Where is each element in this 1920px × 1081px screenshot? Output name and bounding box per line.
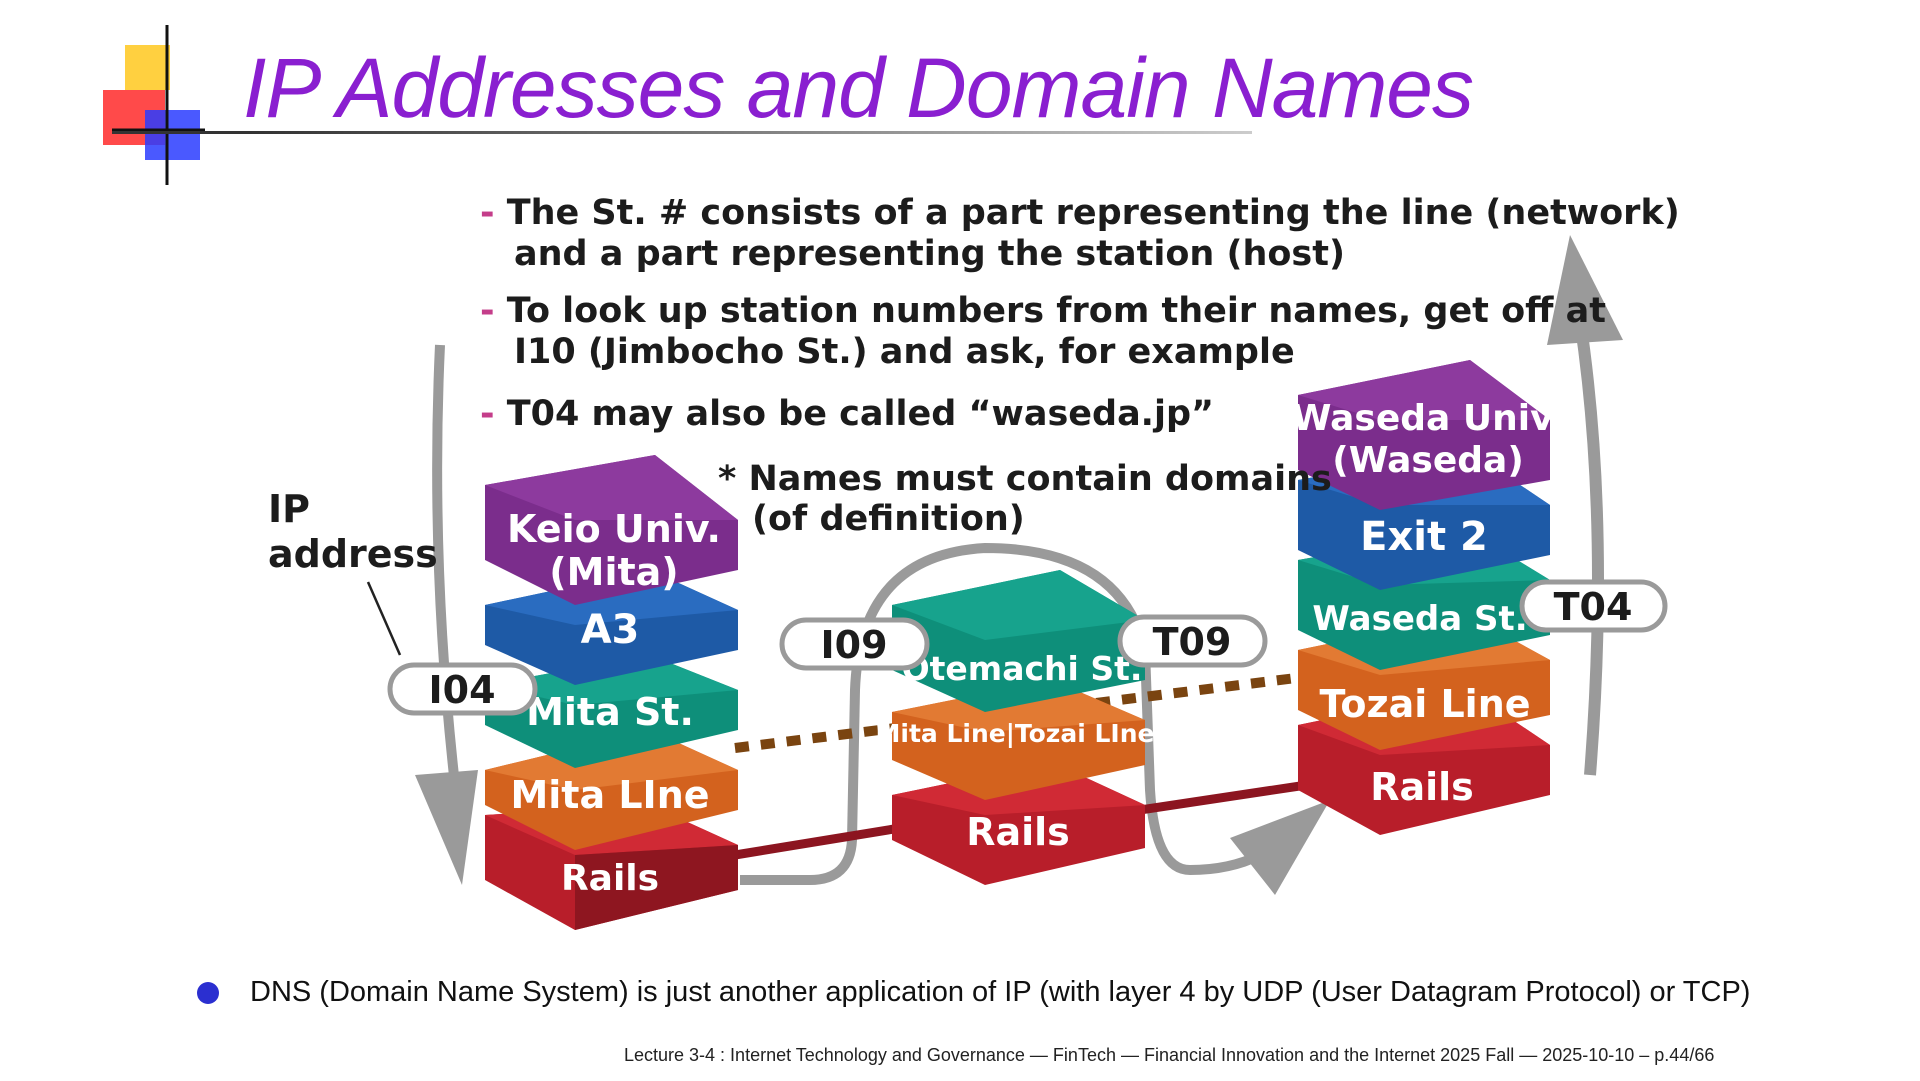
keio-mita-st-label: Mita St. bbox=[526, 690, 694, 734]
rail-line-1 bbox=[734, 823, 901, 860]
up-arrow-right bbox=[1547, 235, 1623, 776]
slide-footer: Lecture 3-4 : Internet Technology and Go… bbox=[624, 1045, 1715, 1065]
down-arrow-left bbox=[415, 344, 478, 885]
waseda-tozai-line-label: Tozai Line bbox=[1319, 682, 1530, 726]
note-line1: * Names must contain domains bbox=[718, 459, 1332, 499]
bullet-3-line1: T04 may also be called “waseda.jp” bbox=[506, 394, 1215, 434]
tag-t09: T09 bbox=[1117, 614, 1268, 668]
svg-text:T04: T04 bbox=[1554, 585, 1633, 629]
title-underline bbox=[112, 131, 1252, 134]
otemachi-st-label: Otemachi St. bbox=[902, 649, 1143, 688]
waseda-st-label: Waseda St. bbox=[1312, 599, 1527, 639]
bullet-dot bbox=[197, 982, 219, 1004]
waseda-waseda-label: (Waseda) bbox=[1332, 440, 1524, 481]
waseda-exit2-label: Exit 2 bbox=[1360, 514, 1488, 560]
ip-address-pointer bbox=[366, 581, 402, 656]
svg-text:T09: T09 bbox=[1153, 620, 1232, 664]
ip-address-label-line2: address bbox=[268, 532, 438, 576]
bullet-2-line2: I10 (Jimbocho St.) and ask, for example bbox=[514, 332, 1295, 372]
bullet-3-dash: - bbox=[480, 394, 495, 434]
note-line2: (of definition) bbox=[752, 499, 1025, 539]
keio-mita-line-label: Mita LIne bbox=[510, 773, 709, 817]
dns-bullet-text: DNS (Domain Name System) is just another… bbox=[250, 976, 1751, 1008]
bullet-3: - T04 may also be called “waseda.jp” bbox=[480, 394, 1214, 435]
keio-univ-label: Keio Univ. bbox=[507, 507, 721, 551]
keio-mita-label: (Mita) bbox=[549, 550, 678, 594]
bullet-1-line2: and a part representing the station (hos… bbox=[514, 234, 1345, 274]
bullet-1-dash: - bbox=[480, 193, 495, 233]
tag-i09: I09 bbox=[779, 617, 930, 671]
waseda-rails-label: Rails bbox=[1370, 765, 1474, 809]
slide-logo bbox=[103, 25, 205, 185]
svg-text:I09: I09 bbox=[820, 623, 887, 667]
bullet-2-line1: To look up station numbers from their na… bbox=[506, 291, 1607, 331]
otemachi-lines-label: Mita Line|Tozai LIne bbox=[876, 719, 1155, 748]
svg-text:I04: I04 bbox=[428, 668, 495, 712]
bullet-2-dash: - bbox=[480, 291, 495, 331]
slide-title: IP Addresses and Domain Names bbox=[243, 41, 1474, 135]
keio-rails-label: Rails bbox=[561, 858, 659, 899]
otemachi-stack: Rails Mita Line|Tozai LIne Otemachi St. bbox=[876, 570, 1155, 885]
keio-a3-label: A3 bbox=[581, 607, 640, 653]
route-loop bbox=[740, 542, 1330, 895]
waseda-stack: Rails Tozai Line Waseda St. Exit 2 Wased… bbox=[1292, 360, 1565, 835]
tag-i04: I04 bbox=[387, 662, 538, 716]
waseda-univ-label: Waseda Univ. bbox=[1292, 398, 1565, 439]
bullet-2: - To look up station numbers from their … bbox=[480, 291, 1606, 373]
ip-address-label-line1: IP bbox=[268, 487, 310, 531]
tag-t04: T04 bbox=[1519, 579, 1668, 633]
bullet-1-line1: The St. # consists of a part representin… bbox=[506, 193, 1680, 233]
keio-stack: Rails Mita LIne Mita St. A3 Keio Univ. (… bbox=[485, 455, 738, 930]
otemachi-rails-label: Rails bbox=[966, 810, 1070, 854]
bullet-1: - The St. # consists of a part represent… bbox=[480, 193, 1680, 275]
